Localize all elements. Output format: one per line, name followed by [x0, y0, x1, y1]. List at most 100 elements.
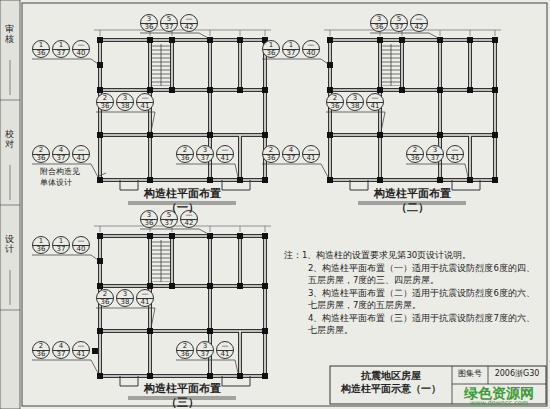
sheet-number: 37	[391, 24, 407, 31]
detail-number: 1	[263, 42, 279, 49]
note-text: 4、构造柱平面布置（三）适用于抗震设防烈度7度的六、七层房屋。	[308, 313, 542, 336]
detail-number: 2	[97, 291, 113, 298]
sheet-number: 36	[33, 50, 49, 57]
detail-number: 2	[97, 95, 113, 102]
index-circle: 437	[52, 145, 70, 163]
plan-title: 构造柱平面布置（三）	[128, 381, 236, 409]
title-block-cell: 2006浙G30	[489, 369, 545, 380]
signature-field: 校对	[5, 130, 14, 150]
detail-number: 3	[141, 16, 157, 23]
sheet-number: 37	[197, 351, 213, 358]
index-circle: 338	[116, 93, 134, 111]
sheet-number: 37	[161, 220, 177, 227]
sheet-number: 36	[33, 246, 49, 253]
detail-number: 1	[53, 238, 69, 245]
detail-number: —	[367, 95, 383, 102]
detail-number: 1	[53, 42, 69, 49]
sheet-number: 38	[347, 103, 363, 110]
plan-title: 构造柱平面布置（二）	[358, 186, 466, 214]
sheet-number: 42	[411, 24, 427, 31]
detail-number: —	[73, 42, 89, 49]
detail-number: 5	[161, 16, 177, 23]
note-text: 3、构造柱平面布置（二）适用于抗震设防烈度6度的六、七层房屋，7度的五层房屋。	[308, 288, 542, 311]
detail-number: 2	[407, 147, 423, 154]
watermark: www.downcc.com	[454, 399, 544, 408]
detail-number: 3	[117, 95, 133, 102]
index-circle: 137	[52, 40, 70, 58]
sheet-number: 41	[217, 351, 233, 358]
index-circle: 236	[176, 145, 194, 163]
detail-number: 3	[427, 147, 443, 154]
sheet-title: 抗震地区房屋 构造柱平面示意（一）	[334, 370, 448, 396]
sheet-number: 36	[33, 155, 49, 162]
detail-number: —	[447, 147, 463, 154]
index-circle: 437	[282, 145, 300, 163]
sheet-number: 36	[263, 155, 279, 162]
sheet-number: 37	[161, 24, 177, 31]
index-circle: 137	[282, 40, 300, 58]
index-circle: 136	[32, 236, 50, 254]
sheet-number: 37	[197, 155, 213, 162]
index-circle: 236	[176, 341, 194, 359]
sheet-number: 37	[283, 155, 299, 162]
index-circle: —41	[136, 289, 154, 307]
index-circle: 336	[140, 14, 158, 32]
detail-number: 1	[33, 238, 49, 245]
sheet-number: 37	[427, 155, 443, 162]
sheet-number: 41	[367, 103, 383, 110]
index-circle: —41	[216, 145, 234, 163]
detail-number: —	[303, 42, 319, 49]
detail-number: 5	[391, 16, 407, 23]
sheet-number: 42	[181, 24, 197, 31]
detail-number: 3	[347, 95, 363, 102]
sheet-number: 36	[141, 24, 157, 31]
index-circle: —40	[72, 236, 90, 254]
sheet-number: 36	[141, 220, 157, 227]
sheet-number: 38	[117, 103, 133, 110]
detail-number: —	[181, 16, 197, 23]
sheet-number: 41	[73, 351, 89, 358]
sheet-number: 41	[73, 155, 89, 162]
sheet-number: 36	[327, 103, 343, 110]
detail-number: —	[217, 343, 233, 350]
index-circle: 337	[196, 145, 214, 163]
sheet-number: 38	[117, 299, 133, 306]
detail-number: —	[217, 147, 233, 154]
sheet-number: 36	[177, 351, 193, 358]
note-text: 注：1、构造柱的设置要求见第30页设计说明。	[284, 250, 542, 261]
index-circle: 336	[140, 210, 158, 228]
detail-number: 2	[263, 147, 279, 154]
index-circle: 236	[406, 145, 424, 163]
index-circle: —41	[72, 145, 90, 163]
index-circle: 236	[32, 341, 50, 359]
index-circle: —40	[72, 40, 90, 58]
sheet-number: 37	[53, 351, 69, 358]
sheet-number: 41	[447, 155, 463, 162]
index-circle: —41	[72, 341, 90, 359]
sheet-number: 36	[33, 351, 49, 358]
index-circle: 437	[52, 341, 70, 359]
index-circle: 137	[52, 236, 70, 254]
sheet-number: 41	[137, 103, 153, 110]
index-circle: 337	[426, 145, 444, 163]
index-circle: —41	[216, 341, 234, 359]
detail-number: 1	[283, 42, 299, 49]
detail-number: —	[137, 95, 153, 102]
detail-number: —	[411, 16, 427, 23]
index-circle: 537	[160, 14, 178, 32]
detail-number: 4	[283, 147, 299, 154]
index-circle: —42	[180, 14, 198, 32]
sheet-number: 40	[73, 50, 89, 57]
detail-number: —	[137, 291, 153, 298]
detail-number: 3	[197, 147, 213, 154]
sheet-number: 37	[53, 155, 69, 162]
sheet-number: 41	[303, 155, 319, 162]
detail-number: 3	[371, 16, 387, 23]
sheet-number: 40	[303, 50, 319, 57]
index-circle: 136	[32, 40, 50, 58]
index-circle: 537	[390, 14, 408, 32]
sheet-number: 41	[137, 299, 153, 306]
detail-number: 2	[33, 343, 49, 350]
detail-number: 4	[53, 343, 69, 350]
detail-number: 1	[33, 42, 49, 49]
